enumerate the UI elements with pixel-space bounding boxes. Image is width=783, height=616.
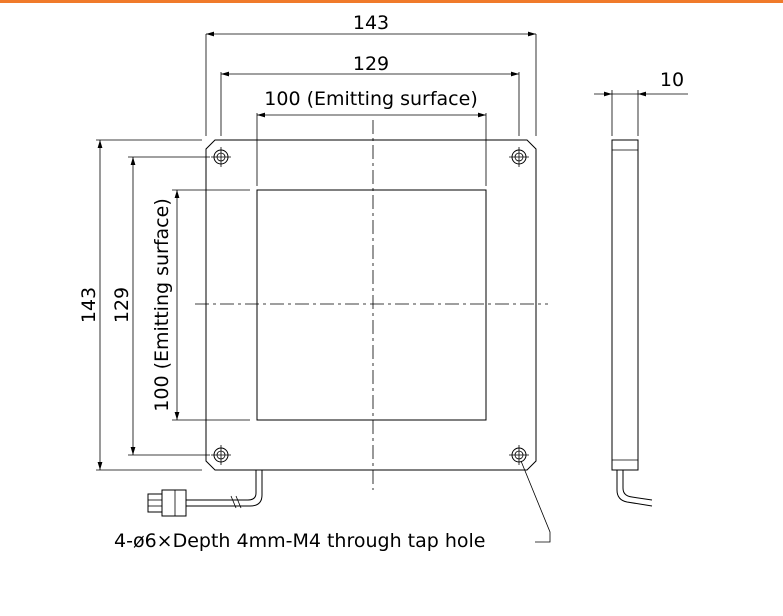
mounting-hole-top-right xyxy=(509,147,529,167)
mounting-hole-top-left xyxy=(211,147,231,167)
dimension-hole-pitch-height: 129 xyxy=(111,156,210,456)
thickness-label: 10 xyxy=(660,69,684,91)
dimension-emitting-height: 100 (Emitting surface) xyxy=(151,189,250,421)
side-profile xyxy=(611,139,639,471)
tap-hole-note: 4-ø6×Depth 4mm-M4 through tap hole xyxy=(114,530,486,552)
dimension-thickness: 10 xyxy=(594,69,688,136)
connector-housing xyxy=(161,489,187,517)
side-cable xyxy=(616,470,653,507)
dimension-emitting-width: 100 (Emitting surface) xyxy=(256,88,487,186)
plate-outline xyxy=(205,139,537,471)
mounting-hole-bottom-right xyxy=(509,445,529,465)
outer-height-label: 143 xyxy=(78,287,100,323)
top-accent-bar xyxy=(0,0,783,3)
emitting-width-label: 100 (Emitting surface) xyxy=(264,88,477,110)
hole-pitch-height-label: 129 xyxy=(111,287,133,323)
front-view: 143 129 100 (Emitting surface) 143 xyxy=(78,12,551,552)
dimension-outer-height: 143 xyxy=(78,139,202,471)
outer-width-label: 143 xyxy=(353,12,389,34)
side-view: 10 xyxy=(594,69,688,507)
dimension-outer-width: 143 xyxy=(205,12,537,136)
hole-pitch-width-label: 129 xyxy=(353,53,389,75)
cable-connector xyxy=(147,470,263,517)
emitting-height-label: 100 (Emitting surface) xyxy=(151,198,173,411)
dimension-hole-pitch-width: 129 xyxy=(220,53,520,136)
mounting-hole-bottom-left xyxy=(211,445,231,465)
note-leader-line xyxy=(520,460,551,543)
connector-plug xyxy=(147,493,163,513)
emitting-surface xyxy=(256,189,487,421)
